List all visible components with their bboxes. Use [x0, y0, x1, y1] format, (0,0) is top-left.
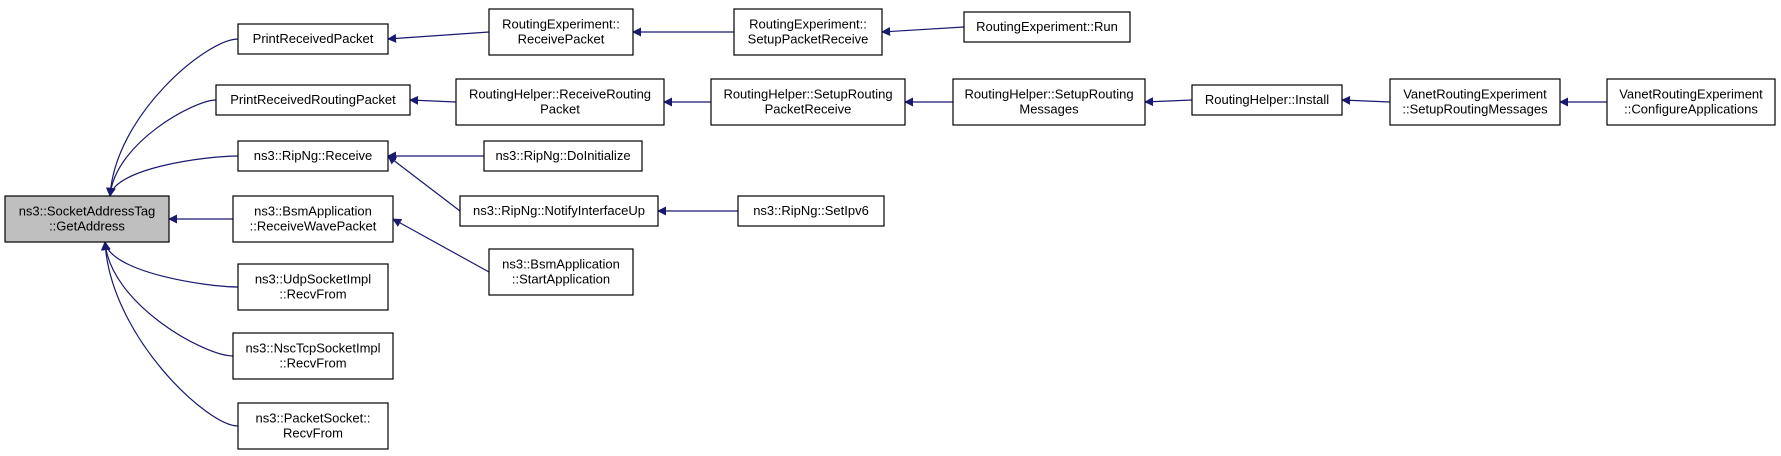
- node-label-line: ns3::SocketAddressTag: [19, 204, 156, 219]
- edges: [100, 26, 1607, 427]
- node-box: [488, 248, 634, 296]
- node-vanetroutingexperiment-configureapplications[interactable]: VanetRoutingExperiment::ConfigureApplica…: [1606, 78, 1776, 126]
- node-ns3-bsmapplication-receivewavepacket[interactable]: ns3::BsmApplication::ReceiveWavePacket: [232, 195, 394, 243]
- node-box: [455, 78, 665, 126]
- node-box: [215, 84, 411, 116]
- node-box: [232, 195, 394, 243]
- node-printreceivedpacket[interactable]: PrintReceivedPacket: [237, 23, 389, 55]
- node-label-line: RoutingExperiment::Run: [976, 19, 1118, 34]
- node-label-line: ns3::NscTcpSocketImpl: [245, 341, 380, 356]
- edge-n5-to-root: [101, 241, 239, 288]
- node-routinghelper-setuprouting-messages[interactable]: RoutingHelper::SetupRoutingMessages: [952, 78, 1146, 126]
- node-label-line: RoutingHelper::SetupRouting: [964, 87, 1133, 102]
- node-box: [4, 195, 170, 243]
- node-ns3-ripng-notifyinterfaceup[interactable]: ns3::RipNg::NotifyInterfaceUp: [459, 195, 659, 227]
- node-box: [710, 78, 906, 126]
- node-label-line: ::GetAddress: [49, 219, 125, 234]
- node-ns3-bsmapplication-startapplication[interactable]: ns3::BsmApplication::StartApplication: [488, 248, 634, 296]
- node-routinghelper-install[interactable]: RoutingHelper::Install: [1191, 84, 1343, 116]
- node-label-line: ns3::RipNg::Receive: [254, 148, 373, 163]
- node-label-line: ::StartApplication: [512, 272, 610, 287]
- edge-n10-to-n9: [881, 26, 965, 36]
- node-label-line: ns3::BsmApplication: [502, 257, 620, 272]
- node-routingexperiment-setuppacketreceive[interactable]: RoutingExperiment::SetupPacketReceive: [733, 8, 883, 56]
- node-label-line: Packet: [540, 102, 580, 117]
- node-label-line: RoutingHelper::ReceiveRouting: [469, 87, 651, 102]
- edge-n14-to-n13: [1144, 97, 1193, 107]
- node-label-line: Messages: [1019, 102, 1079, 117]
- node-box: [733, 8, 883, 56]
- node-ns3-packetsocket-recvfrom[interactable]: ns3::PacketSocket::RecvFrom: [237, 402, 389, 450]
- node-label-line: RoutingHelper::Install: [1205, 92, 1329, 107]
- edge-n11-to-n2: [409, 95, 457, 105]
- node-box: [737, 195, 885, 227]
- node-label-line: ns3::RipNg::NotifyInterfaceUp: [473, 203, 645, 218]
- edge-n2-to-root: [106, 99, 217, 197]
- edge-n6-to-root: [101, 241, 234, 357]
- node-routingexperiment-receivepacket[interactable]: RoutingExperiment::ReceivePacket: [488, 8, 634, 56]
- node-label-line: ::ConfigureApplications: [1624, 102, 1758, 117]
- node-label-line: ::RecvFrom: [279, 356, 346, 371]
- node-label-line: PrintReceivedRoutingPacket: [230, 92, 396, 107]
- node-box: [488, 8, 634, 56]
- node-ns3-ripng-setipv6[interactable]: ns3::RipNg::SetIpv6: [737, 195, 885, 227]
- node-label-line: RoutingHelper::SetupRouting: [723, 87, 892, 102]
- node-vanetroutingexperiment-setuproutingmessages[interactable]: VanetRoutingExperiment::SetupRoutingMess…: [1389, 78, 1561, 126]
- edge-n15-to-n14: [1341, 95, 1391, 105]
- node-box: [1191, 84, 1343, 116]
- node-ns3-udpsocketimpl-recvfrom[interactable]: ns3::UdpSocketImpl::RecvFrom: [237, 263, 389, 311]
- node-label-line: ns3::RipNg::SetIpv6: [753, 203, 869, 218]
- node-label-line: ns3::UdpSocketImpl: [255, 272, 371, 287]
- node-label-line: ReceivePacket: [518, 32, 605, 47]
- edge-n20-to-n4: [392, 218, 490, 273]
- node-box: [237, 402, 389, 450]
- node-label-line: VanetRoutingExperiment: [1619, 87, 1763, 102]
- node-ns3-ripng-doinitialize[interactable]: ns3::RipNg::DoInitialize: [483, 140, 643, 172]
- node-label-line: ::RecvFrom: [279, 287, 346, 302]
- node-box: [1606, 78, 1776, 126]
- node-label-line: ::SetupRoutingMessages: [1402, 102, 1548, 117]
- node-box: [237, 23, 389, 55]
- node-label-line: PacketReceive: [765, 102, 852, 117]
- node-label-line: RoutingExperiment::: [749, 17, 867, 32]
- node-label-line: ns3::PacketSocket::: [256, 411, 371, 426]
- edge-n18-to-n3: [387, 155, 461, 212]
- edge-n7-to-root: [100, 241, 239, 427]
- node-box: [483, 140, 643, 172]
- node-box: [459, 195, 659, 227]
- node-label-line: ::ReceiveWavePacket: [250, 219, 377, 234]
- node-ns3-nsctcpsocketimpl-recvfrom[interactable]: ns3::NscTcpSocketImpl::RecvFrom: [232, 332, 394, 380]
- node-routingexperiment-run[interactable]: RoutingExperiment::Run: [963, 11, 1131, 43]
- edge-n1-to-root: [106, 38, 239, 197]
- node-label-line: RoutingExperiment::: [502, 17, 620, 32]
- node-ns3-ripng-receive[interactable]: ns3::RipNg::Receive: [237, 140, 389, 172]
- node-box: [1389, 78, 1561, 126]
- node-box: [237, 263, 389, 311]
- nodes: ns3::SocketAddressTag::GetAddress PrintRe…: [4, 8, 1776, 450]
- edge-n3-to-root: [107, 155, 239, 197]
- node-label-line: ns3::BsmApplication: [254, 204, 372, 219]
- node-box: [232, 332, 394, 380]
- edge-n8-to-n1: [387, 31, 490, 43]
- node-label-line: VanetRoutingExperiment: [1403, 87, 1547, 102]
- node-printreceivedroutingpacket[interactable]: PrintReceivedRoutingPacket: [215, 84, 411, 116]
- node-box: [963, 11, 1131, 43]
- node-label-line: ns3::RipNg::DoInitialize: [495, 148, 630, 163]
- node-label-line: SetupPacketReceive: [748, 32, 869, 47]
- node-box: [952, 78, 1146, 126]
- node-ns3-socketaddresstag-getaddress[interactable]: ns3::SocketAddressTag::GetAddress: [4, 195, 170, 243]
- node-label-line: PrintReceivedPacket: [253, 31, 374, 46]
- node-label-line: RecvFrom: [283, 426, 343, 441]
- node-box: [237, 140, 389, 172]
